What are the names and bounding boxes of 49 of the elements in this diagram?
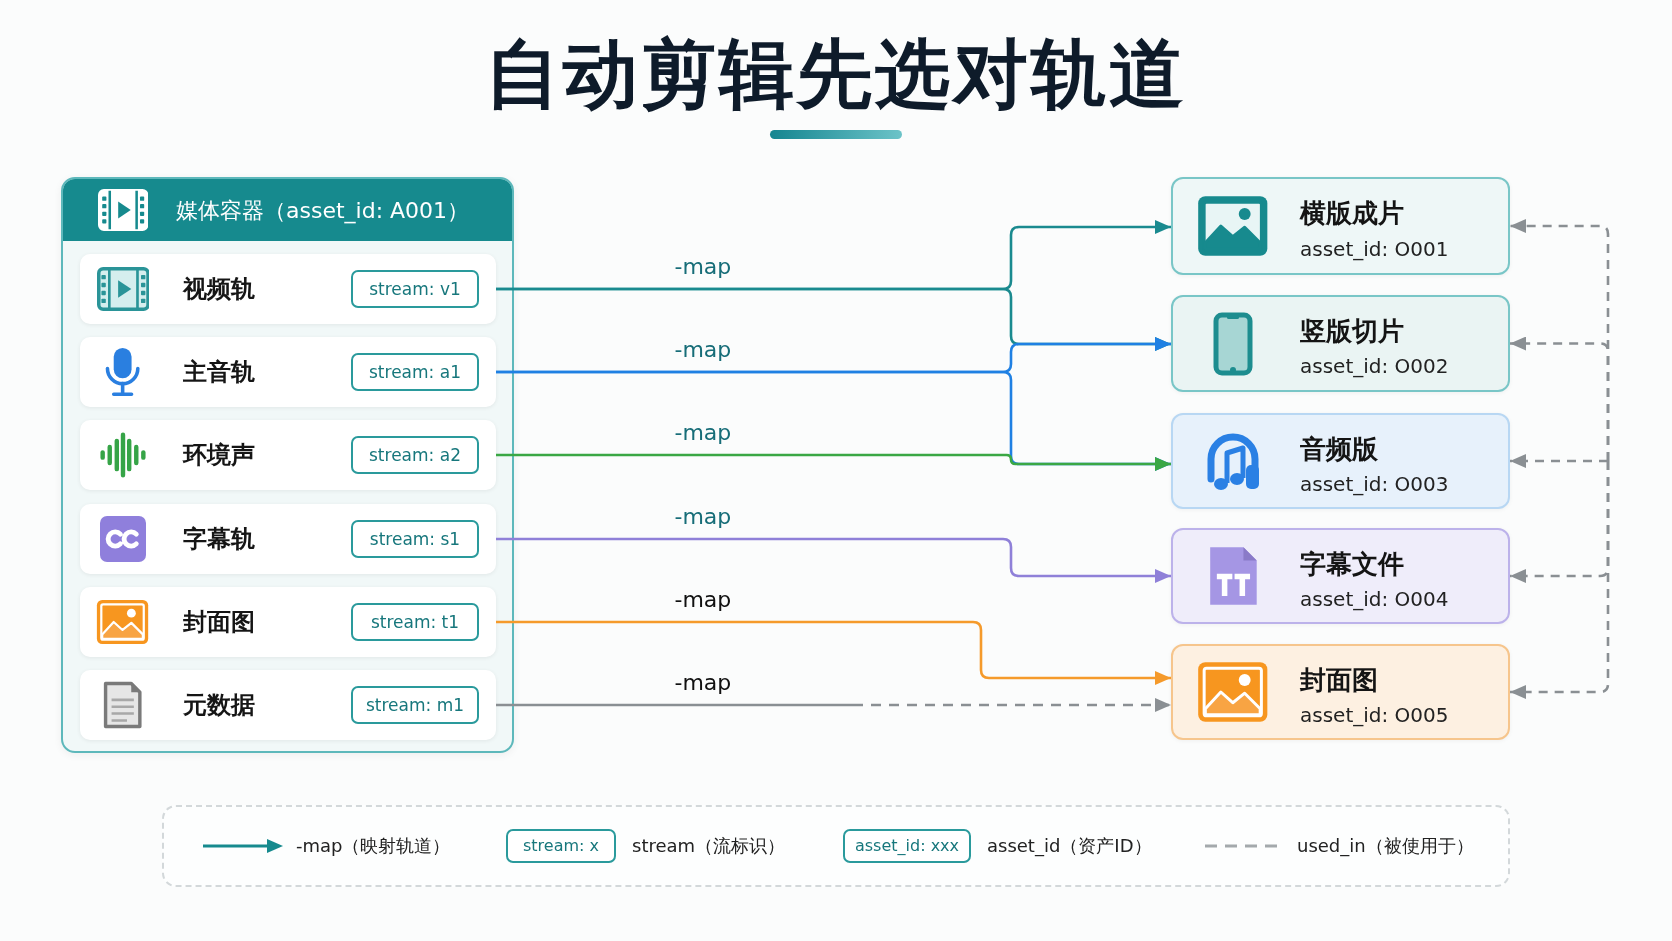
asset-id: asset_id: O005 [1300, 702, 1449, 728]
arrow [496, 537, 1171, 583]
output-name: 封面图 [1300, 663, 1378, 696]
stream-tag: stream: x [506, 829, 616, 863]
asset-id: asset_id: O003 [1300, 471, 1449, 497]
output-card [1171, 528, 1510, 624]
track-name: 主音轨 [183, 357, 255, 387]
container-panel [61, 177, 514, 753]
output-name: 字幕文件 [1300, 547, 1404, 580]
dashed-arrow [1510, 336, 1610, 461]
track-name: 字幕轨 [183, 524, 255, 554]
output-name: 竖版切片 [1300, 314, 1404, 347]
arrow [496, 453, 1171, 471]
track-row [80, 587, 496, 657]
arrow [496, 620, 1171, 685]
dashed-arrow [1510, 461, 1610, 699]
stream-tag: stream: a2 [351, 436, 479, 474]
panel-heading: 媒体容器（asset_id: A001） [176, 196, 470, 224]
asset-id: asset_id: O001 [1300, 237, 1449, 263]
stream-tag: stream: t1 [351, 603, 479, 641]
legend-text: stream（流标识） [632, 835, 786, 857]
title: 自动剪辑先选对轨道 [485, 28, 1187, 120]
legend-text: asset_id（资产ID） [987, 835, 1152, 857]
legend-text: used_in（被使用于） [1297, 835, 1474, 857]
stream-tag: stream: a1 [351, 353, 479, 391]
track-row [80, 420, 496, 490]
output-name: 横版成片 [1300, 197, 1404, 230]
output-card [1171, 295, 1510, 392]
dashed-arrow [496, 698, 1171, 712]
output-card [1171, 413, 1510, 509]
track-row [80, 670, 496, 740]
track-name: 视频轨 [183, 274, 255, 304]
output-name: 音频版 [1300, 432, 1378, 465]
track-name: 封面图 [183, 607, 255, 637]
output-card [1171, 177, 1510, 275]
legend-text: -map（映射轨道） [296, 835, 451, 857]
dashed-arrow [1510, 454, 1608, 468]
stream-tag: stream: v1 [351, 270, 479, 308]
track-row [80, 337, 496, 407]
asset-id: asset_id: O002 [1300, 354, 1449, 380]
asset-id: asset_id: O004 [1300, 586, 1449, 612]
stream-tag: stream: s1 [351, 520, 479, 558]
track-name: 环境声 [183, 440, 255, 470]
output-card [1171, 644, 1510, 740]
track-row [80, 254, 496, 324]
stream-tag: stream: m1 [351, 686, 479, 724]
track-name: 元数据 [183, 690, 255, 720]
asset-id-tag: asset_id: xxx [843, 829, 971, 863]
track-row [80, 504, 496, 574]
